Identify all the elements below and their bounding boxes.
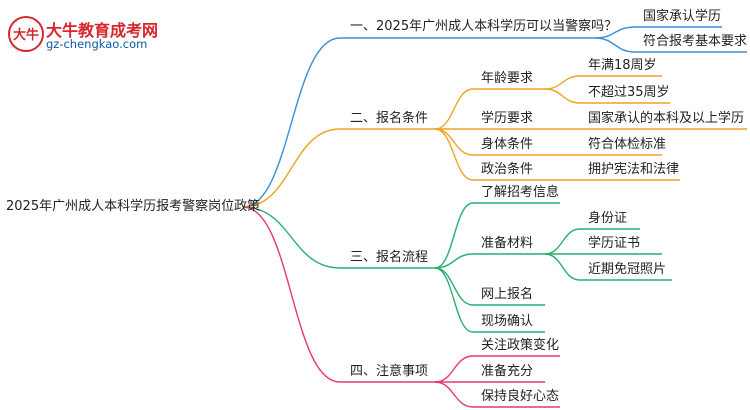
node-2-2: 学历要求 bbox=[481, 111, 534, 126]
node-3-2: 准备材料 bbox=[481, 236, 534, 251]
node-3-2-3: 近期免冠照片 bbox=[588, 262, 667, 277]
node-3-3: 网上报名 bbox=[481, 287, 534, 302]
node-4-3: 保持良好心态 bbox=[481, 389, 560, 404]
node-2-1-1: 年满18周岁 bbox=[588, 58, 657, 73]
branch-4-label: 四、注意事项 bbox=[350, 364, 429, 379]
node-3-4: 现场确认 bbox=[481, 314, 534, 329]
logo-url: gz-chengkao.com bbox=[46, 37, 148, 51]
link-b3-c2-g1-curve bbox=[544, 228, 581, 255]
node-3-2-1: 身份证 bbox=[588, 211, 628, 226]
node-4-1: 关注政策变化 bbox=[481, 338, 560, 353]
logo-mark-icon: 大牛 bbox=[8, 16, 44, 52]
node-2-3: 身体条件 bbox=[481, 137, 534, 152]
link-b2-c1-curve bbox=[434, 88, 474, 130]
link-root-b4-curve bbox=[242, 206, 341, 383]
node-1-1: 国家承认学历 bbox=[643, 9, 722, 24]
node-2-1-2: 不超过35周岁 bbox=[588, 85, 670, 100]
node-2-4-1: 拥护宪法和法律 bbox=[588, 162, 680, 177]
branch-3-label: 三、报名流程 bbox=[350, 250, 429, 265]
node-2-1: 年龄要求 bbox=[481, 71, 534, 86]
node-3-2-2: 学历证书 bbox=[588, 236, 641, 251]
link-b3-c1-curve bbox=[434, 202, 474, 269]
node-1-2: 符合报考基本要求 bbox=[643, 34, 748, 49]
branch-1-label: 一、2025年广州成人本科学历可以当警察吗？ bbox=[350, 19, 618, 34]
root-label: 2025年广州成人本科学历报考警察岗位政策 bbox=[6, 199, 261, 214]
link-b3-c2-curve bbox=[434, 253, 474, 269]
link-b3-c4-curve bbox=[434, 267, 474, 333]
link-root-b3-curve bbox=[242, 206, 341, 269]
branch-2-label: 二、报名条件 bbox=[350, 111, 429, 126]
link-b2-c1-g1-curve bbox=[544, 75, 581, 90]
node-2-4: 政治条件 bbox=[481, 162, 534, 177]
link-b2-c1-g2-curve bbox=[544, 88, 581, 104]
link-b4-c3-curve bbox=[434, 381, 474, 408]
node-3-1: 了解招考信息 bbox=[481, 185, 560, 200]
logo-title: 大牛教育成考网 bbox=[46, 21, 159, 40]
link-b1-c2-curve bbox=[594, 37, 636, 53]
logo-mark-text: 大牛 bbox=[13, 27, 39, 43]
link-b2-c3-curve bbox=[434, 128, 474, 156]
link-b4-c1-curve bbox=[434, 355, 474, 383]
node-4-2: 准备充分 bbox=[481, 364, 534, 379]
link-root-b1-curve bbox=[242, 37, 341, 208]
link-b3-c2-g3-curve bbox=[544, 253, 581, 281]
link-b2-c4-curve bbox=[434, 128, 474, 181]
link-root-b2-curve bbox=[242, 128, 341, 208]
node-2-2-1: 国家承认的本科及以上学历 bbox=[588, 111, 745, 126]
node-2-3-1: 符合体检标准 bbox=[588, 137, 667, 152]
